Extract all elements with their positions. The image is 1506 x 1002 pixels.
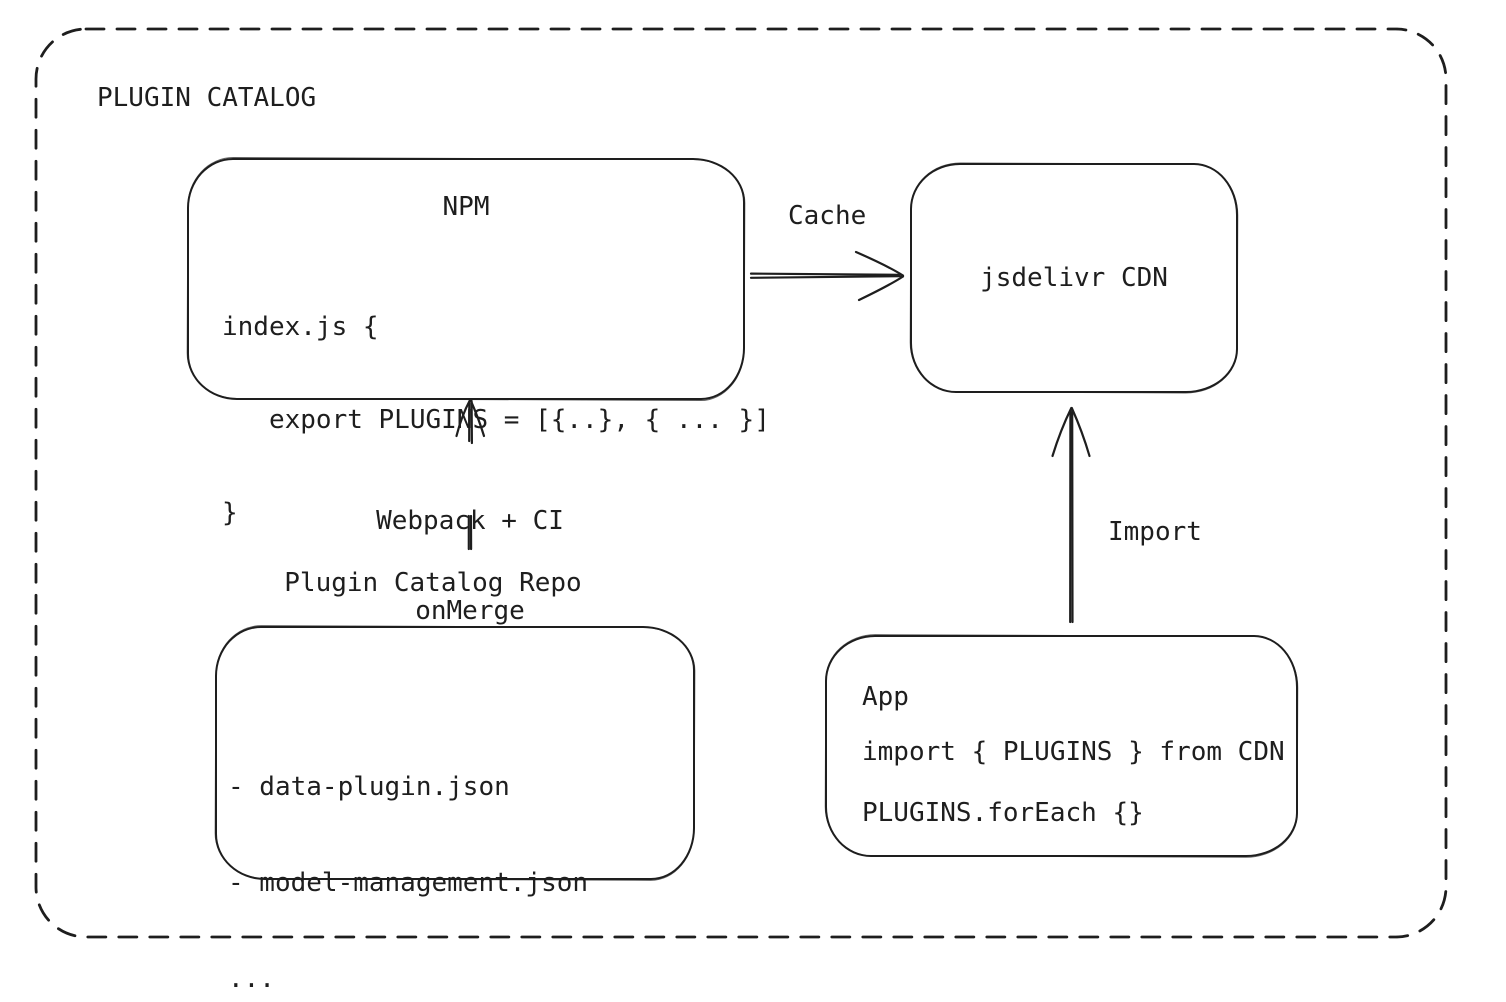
diagram-title: PLUGIN CATALOG [97,83,317,113]
cdn-node-label: jsdelivr CDN [980,263,1168,293]
npm-code-line: index.js { [222,312,379,342]
npm-code-line: } [222,498,238,528]
npm-code-line: export PLUGINS = [{..}, { ... }] [222,405,770,435]
repo-file-item: - model-management.json [228,868,589,898]
import-edge-label: Import [1108,517,1202,547]
build-edge-label: Webpack + CI onMerge [270,446,670,686]
app-code-line: PLUGINS.forEach {} [862,798,1144,828]
npm-node-box [187,158,745,400]
build-edge-label-line: onMerge [415,596,525,626]
app-code-line: import { PLUGINS } from CDN [862,737,1285,767]
repo-node-files: - data-plugin.json - model-management.js… [228,707,588,1002]
app-node-box [825,635,1298,857]
build-edge-label-line: Webpack + CI [376,506,564,536]
cdn-node-box [910,163,1238,393]
import-arrow [1051,406,1091,624]
repo-node-box [215,626,695,880]
cache-arrow [749,250,905,302]
repo-node-title: Plugin Catalog Repo [284,568,582,598]
catalog-frame-border [34,27,1448,939]
npm-node-title: NPM [442,192,490,222]
repo-file-item: ... [228,964,275,994]
build-arrow [455,398,486,551]
repo-file-item: - data-plugin.json [228,772,510,802]
cache-edge-label: Cache [788,201,867,231]
app-node-title: App [862,682,909,712]
npm-node-code: index.js { export PLUGINS = [{..}, { ...… [222,250,770,591]
